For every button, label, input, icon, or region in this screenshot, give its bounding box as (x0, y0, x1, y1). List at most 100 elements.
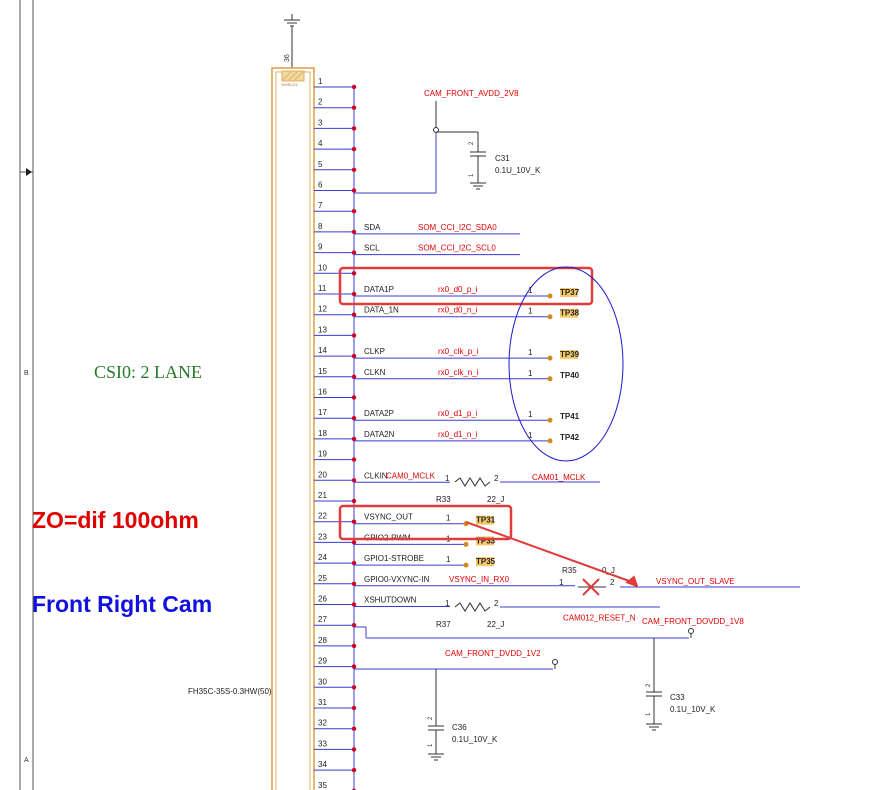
net-label: rx0_d1_n_i (438, 430, 478, 439)
pin-number: 15 (318, 367, 327, 376)
svg-text:1: 1 (528, 369, 533, 378)
signal-name: GPIO0-VXYNC-IN (364, 575, 430, 584)
test-point-dot (547, 417, 553, 423)
connector-body (271, 67, 315, 790)
pin-number: 5 (318, 160, 323, 169)
svg-text:1: 1 (445, 474, 450, 483)
pin-number: 3 (318, 118, 323, 127)
highlight-box-data1p (338, 266, 594, 306)
test-point-label: TP40 (560, 371, 580, 380)
signal-name: CLKN (364, 368, 386, 377)
pin-junction-dot (351, 209, 357, 214)
pin-number: 29 (318, 657, 327, 666)
svg-text:2: 2 (494, 474, 499, 483)
signal-sda: SDA SOM_CCI_I2C_SDA0 (354, 223, 520, 235)
dvdd-power-net: CAM_FRONT_DVDD_1V2 (354, 649, 558, 726)
pin-number: 12 (318, 305, 327, 314)
svg-text:1: 1 (446, 555, 451, 564)
pin-number: 16 (318, 388, 327, 397)
pin-junction-dot (351, 643, 357, 649)
svg-text:2: 2 (610, 578, 615, 587)
pin-junction-dot (351, 478, 357, 483)
svg-text:1: 1 (428, 743, 434, 747)
zone-label-b: B (24, 370, 29, 377)
signal-name: DATA2N (364, 430, 395, 439)
test-point-label: TP38 (560, 309, 580, 318)
svg-text:1: 1 (528, 431, 533, 440)
svg-text:1: 1 (469, 173, 475, 177)
c33-value: 0.1U_10V_K (670, 705, 716, 714)
pin-number: 26 (318, 595, 327, 604)
test-point-label: TP41 (560, 412, 580, 421)
pin-number: 24 (318, 553, 327, 562)
signal-name: GPIO1-STROBE (364, 554, 424, 563)
vsync-arrow (465, 521, 633, 583)
svg-text:2: 2 (469, 141, 475, 145)
svg-text:1: 1 (559, 578, 564, 587)
svg-text:1: 1 (445, 599, 450, 608)
net-label: SOM_CCI_I2C_SCL0 (418, 244, 496, 253)
pin-junction-dot (351, 664, 357, 669)
connector-part-number: FH35C-35S-0.3HW(50) (188, 687, 272, 696)
pin-junction-dot (351, 436, 357, 442)
pin-junction-dot (351, 188, 357, 193)
pin-number: 28 (318, 636, 327, 645)
pin-number: 30 (318, 677, 327, 686)
resistor-r37: 1 2 R37 22_J (436, 599, 660, 629)
impedance-note: ZO=dif 100ohm (32, 507, 199, 533)
dovdd-power-net: CAM_FRONT_DOVDD_1V8 (354, 617, 744, 692)
dvdd-net-label: CAM_FRONT_DVDD_1V2 (445, 649, 541, 658)
r37-value: 22_J (487, 620, 504, 629)
pin-junction-dot (351, 126, 357, 131)
svg-text:2: 2 (428, 716, 434, 720)
avdd-power-net: CAM_FRONT_AVDD_2V8 (354, 89, 519, 194)
net-label: CAM012_RESET_N (563, 614, 636, 623)
pin-junction-dot (351, 519, 357, 524)
signal-name: DATA_1N (364, 306, 399, 315)
c31-ref: C31 (495, 154, 510, 163)
net-label: rx0_clk_n_i (438, 368, 479, 377)
pin-junction-dot (351, 602, 357, 607)
pin-number: 10 (318, 263, 327, 272)
pin-junction-dot (351, 105, 357, 110)
signal-name: XSHUTDOWN (364, 596, 417, 605)
connector-pins: 1234567891011121314151617181920212223242… (314, 77, 357, 790)
vsync-arrow-head (625, 575, 639, 588)
net-label: SOM_CCI_I2C_SDA0 (418, 223, 497, 232)
zone-marker-arrow (26, 168, 32, 176)
front-right-cam-title: Front Right Cam (32, 591, 212, 617)
signal-name: SDA (364, 223, 381, 232)
pin-junction-dot (351, 685, 357, 690)
pin-junction-dot (351, 560, 357, 566)
csi-lane-label: CSI0: 2 LANE (94, 362, 202, 382)
pin-junction-dot (351, 581, 357, 586)
pin-junction-dot (351, 374, 357, 379)
resistor-r35: R35 0_J 1 2 VSYNC_OUT_SLAVE (559, 566, 800, 596)
avdd-net-label: CAM_FRONT_AVDD_2V8 (424, 89, 519, 98)
svg-text:1: 1 (528, 410, 533, 419)
pin-junction-dot (351, 250, 357, 255)
r37-ref: R37 (436, 620, 451, 629)
net-label: rx0_d1_p_i (438, 409, 478, 418)
signal-name: DATA2P (364, 409, 394, 418)
pin-number: 33 (318, 739, 327, 748)
pin-number: 18 (318, 429, 327, 438)
c31-value: 0.1U_10V_K (495, 166, 541, 175)
pin-junction-dot (351, 705, 357, 711)
pin-number: 7 (318, 201, 323, 210)
test-point-label: TP35 (476, 557, 496, 566)
svg-text:1: 1 (528, 286, 533, 295)
net-label: CAM0_MCLK (386, 471, 436, 480)
net-label: rx0_clk_p_i (438, 347, 479, 356)
pin-number: 8 (318, 222, 323, 231)
pin-junction-dot (351, 395, 357, 400)
pin-junction-dot (351, 167, 357, 172)
pin-junction-dot (351, 291, 357, 297)
test-point-group-ellipse (508, 266, 624, 462)
